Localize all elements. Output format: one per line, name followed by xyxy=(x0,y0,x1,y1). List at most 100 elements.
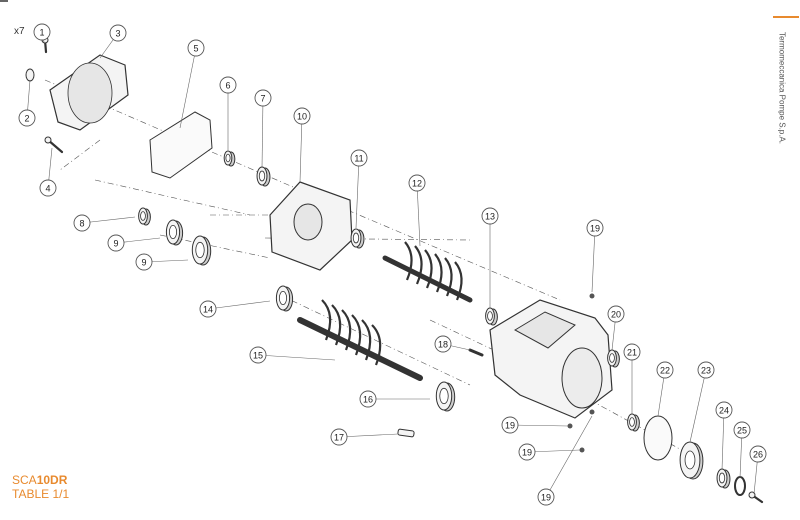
callout-number: 9 xyxy=(113,239,118,249)
callout-number: 25 xyxy=(737,426,747,436)
callout-number: 1 xyxy=(39,28,44,38)
callout-16: 16 xyxy=(359,390,430,408)
bearing-part xyxy=(256,166,271,187)
callout-circle xyxy=(656,361,674,379)
bearing-bore xyxy=(258,170,266,182)
callout-23: 23 xyxy=(689,361,715,443)
male-rotor-lobe xyxy=(424,249,433,289)
callout-3: 3 xyxy=(99,24,127,59)
assembly-axis xyxy=(94,179,251,216)
screw-head xyxy=(748,491,756,499)
callout-14: 14 xyxy=(199,300,271,318)
callout-circle xyxy=(330,428,348,446)
bearing-part xyxy=(350,228,365,249)
callout-leader xyxy=(721,409,725,471)
brand-accent-bar xyxy=(773,16,799,18)
bearing-bore xyxy=(140,211,146,221)
callout-circle xyxy=(107,234,125,252)
callout-number: 14 xyxy=(203,305,213,315)
callout-22: 22 xyxy=(656,361,674,417)
bearing-bore xyxy=(195,241,205,259)
callout-number: 8 xyxy=(79,219,84,229)
callout-circle xyxy=(408,174,426,192)
callout-circle xyxy=(135,253,153,271)
callout-circle xyxy=(39,179,57,197)
callout-19: 19 xyxy=(518,443,581,461)
circlip-part xyxy=(734,476,746,496)
callout-leader xyxy=(261,97,264,169)
top-edge-line xyxy=(0,0,8,2)
callout-number: 19 xyxy=(541,493,551,503)
callout-leader xyxy=(81,216,136,224)
male-rotor-lobe xyxy=(454,261,463,301)
callout-circle xyxy=(73,214,91,232)
callout-8: 8 xyxy=(73,214,136,232)
callout-1: 1 xyxy=(33,23,51,43)
female-rotor-lobe xyxy=(371,324,382,366)
bushing-part xyxy=(627,413,640,432)
callout-leader xyxy=(179,47,197,129)
callout-number: 19 xyxy=(590,224,600,234)
callout-leader xyxy=(509,424,569,427)
callout-2: 2 xyxy=(18,79,36,127)
callout-circle xyxy=(715,401,733,419)
male-rotor-lobe xyxy=(414,245,423,285)
callout-19: 19 xyxy=(537,415,593,506)
callout-number: 9 xyxy=(141,258,146,268)
callout-12: 12 xyxy=(408,174,426,247)
assembly-axis xyxy=(299,189,561,301)
callout-leader xyxy=(591,227,596,293)
callout-19: 19 xyxy=(586,219,604,293)
table-label: TABLE 1/1 xyxy=(12,487,70,501)
callout-circle xyxy=(537,488,555,506)
cover-part xyxy=(679,441,704,480)
bolt-part xyxy=(44,136,64,154)
callout-24: 24 xyxy=(715,401,733,471)
callout-circle xyxy=(109,24,127,42)
callout-number: 23 xyxy=(701,366,711,376)
seal-ring-bore xyxy=(225,153,231,163)
callout-20: 20 xyxy=(607,305,625,351)
bearing-part xyxy=(485,307,498,326)
callout-circle xyxy=(749,445,767,463)
callout-circle xyxy=(18,109,36,127)
plug-part xyxy=(589,409,595,415)
callout-9: 9 xyxy=(107,234,161,252)
female-rotor-lobe xyxy=(331,304,342,346)
callout-circle xyxy=(187,39,205,57)
callout-leader xyxy=(416,182,421,247)
callout-leader xyxy=(299,115,303,183)
callout-circle xyxy=(501,416,519,434)
bolt-head xyxy=(44,136,52,144)
callout-circle xyxy=(199,300,217,318)
male-rotor-part xyxy=(382,241,473,303)
callout-leader xyxy=(207,300,271,310)
callout-number: 12 xyxy=(412,179,422,189)
quantity-note: x7 xyxy=(14,26,25,37)
bearing-housing-bore xyxy=(293,203,323,241)
bearing-bore xyxy=(278,290,288,305)
bearing-part xyxy=(165,219,184,246)
callout-5: 5 xyxy=(179,39,205,129)
callout-circle xyxy=(254,89,272,107)
callout-4: 4 xyxy=(39,147,57,197)
plug-part xyxy=(25,68,35,82)
callout-number: 19 xyxy=(505,421,515,431)
callout-circle xyxy=(350,149,368,167)
callout-leader xyxy=(545,415,593,498)
callout-number: 2 xyxy=(24,114,29,124)
callout-10: 10 xyxy=(293,107,311,183)
callout-9: 9 xyxy=(135,253,189,271)
callout-leader xyxy=(689,369,707,443)
callout-11: 11 xyxy=(350,149,368,229)
callout-circle xyxy=(359,390,377,408)
callout-21: 21 xyxy=(623,343,641,414)
model-label: SCA10DR TABLE 1/1 xyxy=(12,473,69,501)
assembly-axis xyxy=(264,237,471,241)
bearing-bore xyxy=(168,224,178,239)
assembly-axis xyxy=(59,139,101,171)
female-rotor-part xyxy=(297,299,423,381)
callout-number: 21 xyxy=(627,348,637,358)
male-rotor-shaft xyxy=(382,255,473,303)
